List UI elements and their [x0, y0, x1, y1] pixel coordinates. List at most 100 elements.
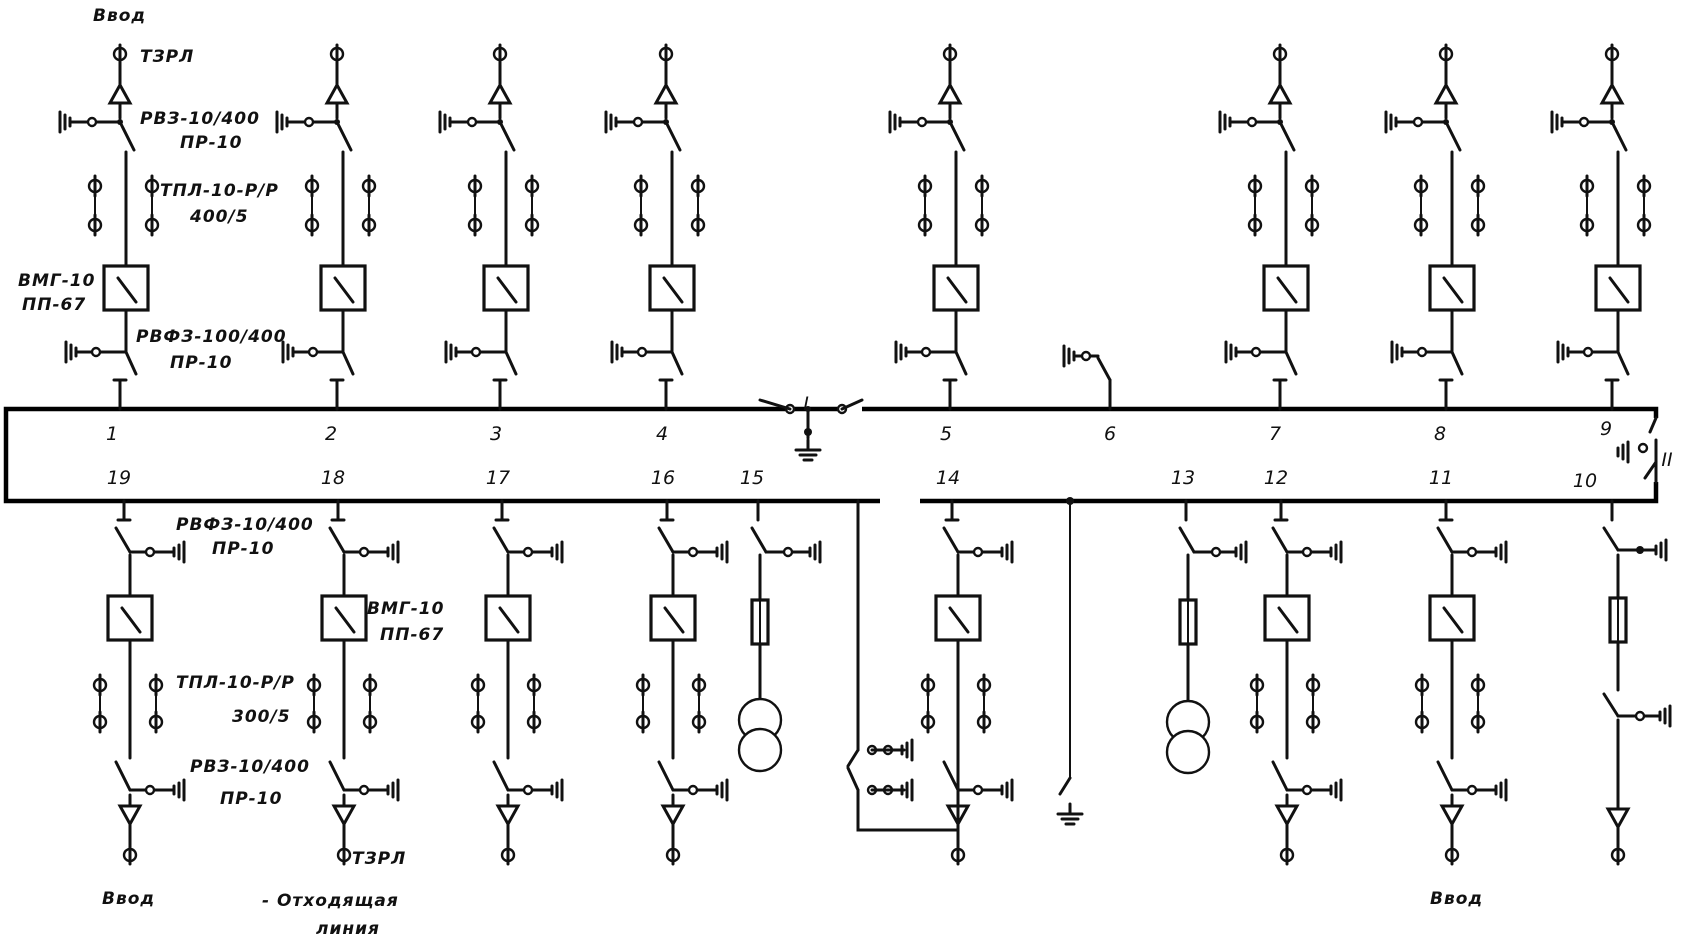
- switch-blade: [1278, 120, 1296, 152]
- label-rvz-top-2: ПР-10: [180, 133, 242, 153]
- terminal-ring: [86, 116, 98, 128]
- terminal-ring: [687, 546, 699, 558]
- label-vmg-bot-1: ВМГ-10: [367, 599, 444, 619]
- switch-blade: [504, 350, 518, 376]
- cell-number-16: 16: [651, 467, 675, 489]
- cell-numbers: 1 2 3 4 5 6 7 8 9 19 18 17 16 15 14 13 1…: [106, 393, 1673, 492]
- terminal-ring: [916, 116, 928, 128]
- lower-feeder-4: [635, 499, 729, 866]
- cell-number-4: 4: [656, 423, 668, 445]
- cell-number-5: 5: [940, 423, 952, 445]
- terminal-ring: [522, 546, 534, 558]
- arrester-symbol: [107, 81, 133, 105]
- circuit-breaker-contact: [334, 606, 356, 634]
- cell-number-1: 1: [106, 423, 118, 445]
- circuit-breaker-contact: [498, 606, 520, 634]
- label-rvz-bot-1: РВЗ-10/400: [190, 757, 310, 777]
- terminal-ring: [972, 784, 984, 796]
- circuit-breaker-contact: [1276, 276, 1298, 304]
- junction-dot: [1636, 546, 1644, 554]
- cell-number-11: 11: [1429, 467, 1453, 489]
- upper-feeder-3: [438, 43, 540, 411]
- switch-blade: [1610, 120, 1628, 152]
- terminal-ring: [1301, 784, 1313, 796]
- cell-number-17: 17: [486, 467, 510, 489]
- switch-blade: [492, 526, 510, 554]
- terminal-ring: [972, 546, 984, 558]
- arrester-symbol: [1274, 804, 1300, 828]
- circuit-breaker-box: [932, 264, 980, 312]
- switch-blade: [657, 760, 675, 792]
- upper-feeder-8: [1550, 43, 1652, 411]
- terminal-ring: [144, 546, 156, 558]
- busbar-section-2: [862, 406, 1659, 418]
- cell-number-15: 15: [740, 467, 764, 489]
- switch-blade: [492, 760, 510, 792]
- terminal-ring: [1582, 346, 1594, 358]
- section-switch-1: [758, 398, 864, 462]
- switch-blade: [846, 748, 860, 768]
- circuit-breaker-contact: [333, 276, 355, 304]
- circuit-breaker-contact: [946, 276, 968, 304]
- label-rvfz-top-1: РВФЗ-100/400: [136, 327, 287, 347]
- switch-blade: [1436, 526, 1454, 554]
- arrester-symbol: [487, 81, 513, 105]
- switch-blade: [1450, 350, 1464, 376]
- junction-dot: [804, 428, 812, 436]
- lower-feeder-7: [1414, 499, 1508, 866]
- power-transformer: [737, 727, 783, 773]
- switch-blade: [840, 398, 864, 411]
- upper-feeder-4: [604, 43, 706, 411]
- terminal-ring: [1080, 350, 1092, 362]
- bus-earthing-point: [1056, 497, 1084, 826]
- label-tpl-top-2: 400/5: [189, 207, 249, 227]
- switch-blade: [1178, 526, 1196, 554]
- section-switch-2: [1616, 416, 1658, 484]
- upper-feeder-5: [888, 43, 990, 411]
- arrester-symbol: [1605, 807, 1631, 831]
- switch-blade: [124, 350, 138, 376]
- cell-number-8: 8: [1434, 423, 1446, 445]
- lower-feeder-1: [92, 499, 186, 866]
- lower-feeder-6: [1249, 499, 1343, 866]
- switch-blade: [1444, 120, 1462, 152]
- terminal-ring: [470, 346, 482, 358]
- arrester-symbol: [1267, 81, 1293, 105]
- switch-blade: [1436, 760, 1454, 792]
- arrester-symbol: [117, 804, 143, 828]
- label-tzrl-bot: ТЗРЛ: [352, 849, 406, 869]
- switch-blade: [341, 350, 355, 376]
- label-tpl-bot-2: 300/5: [232, 707, 291, 727]
- switch-blade: [1058, 776, 1072, 796]
- upper-feeder-7: [1384, 43, 1486, 411]
- circuit-breaker-contact: [662, 276, 684, 304]
- lower-feeder-3: [470, 499, 564, 866]
- terminal-ring: [636, 346, 648, 358]
- lower-feeder-10: [1602, 499, 1672, 866]
- cell-number-6: 6: [1104, 423, 1116, 445]
- busbar-section-1: [3, 406, 880, 504]
- arrester-symbol: [937, 81, 963, 105]
- cell-number-7: 7: [1269, 423, 1281, 445]
- switch-blade: [1271, 760, 1289, 792]
- lower-feeder-15: [737, 499, 822, 773]
- cell-number-9: 9: [1600, 418, 1612, 440]
- terminal-ring: [1250, 346, 1262, 358]
- arrester-symbol: [660, 804, 686, 828]
- terminal-ring: [1578, 116, 1590, 128]
- cell-number-12: 12: [1264, 467, 1288, 489]
- lower-feeder-13: [1165, 499, 1248, 775]
- switch-blade: [328, 526, 346, 554]
- label-vmg-top-1: ВМГ-10: [18, 271, 95, 291]
- terminal-ring: [1416, 346, 1428, 358]
- power-transformer: [1165, 729, 1211, 775]
- circuit-breaker-contact: [663, 606, 685, 634]
- terminal-ring: [358, 546, 370, 558]
- terminal-ring: [90, 346, 102, 358]
- terminal-ring: [1466, 546, 1478, 558]
- switch-blade: [118, 120, 136, 152]
- terminal-ring: [632, 116, 644, 128]
- label-vmg-top-2: ПП-67: [22, 295, 86, 315]
- upper-feeder-6: [1062, 344, 1112, 411]
- terminal-ring: [782, 546, 794, 558]
